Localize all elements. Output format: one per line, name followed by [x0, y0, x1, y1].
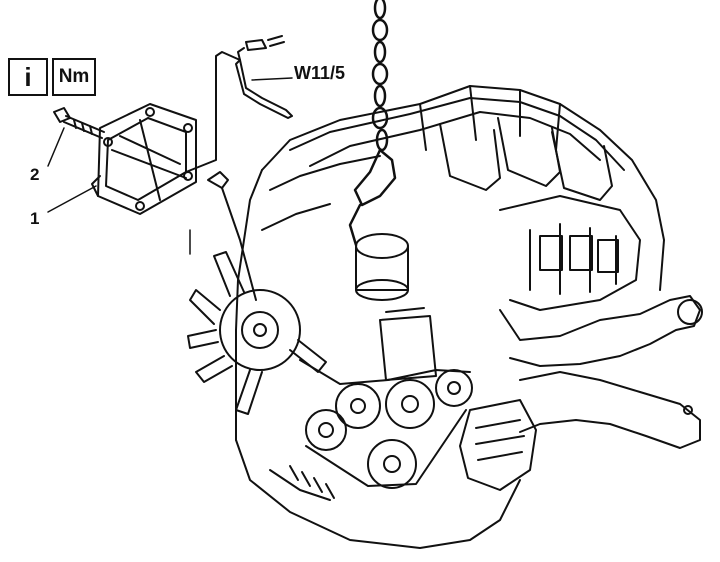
- belt-drive: [299, 359, 473, 489]
- info-box-label: i: [24, 61, 32, 92]
- leader-lines: [47, 77, 293, 255]
- engine-block: [187, 85, 703, 549]
- info-icon: i: [8, 58, 48, 96]
- torque-box-label: Nm: [58, 66, 90, 87]
- callout-part-2: 2: [30, 165, 40, 184]
- bolt-part-2: [53, 107, 105, 139]
- engine-mount-part-1: [91, 103, 197, 215]
- lifting-bracket-tool: [185, 35, 293, 173]
- callout-part-1: 1: [30, 209, 40, 228]
- hoist-chain: [348, 0, 397, 247]
- callout-tool-w11-5: W11/5: [294, 63, 346, 83]
- cooling-fan: [187, 251, 327, 415]
- torque-specification-icon: Nm: [52, 58, 96, 96]
